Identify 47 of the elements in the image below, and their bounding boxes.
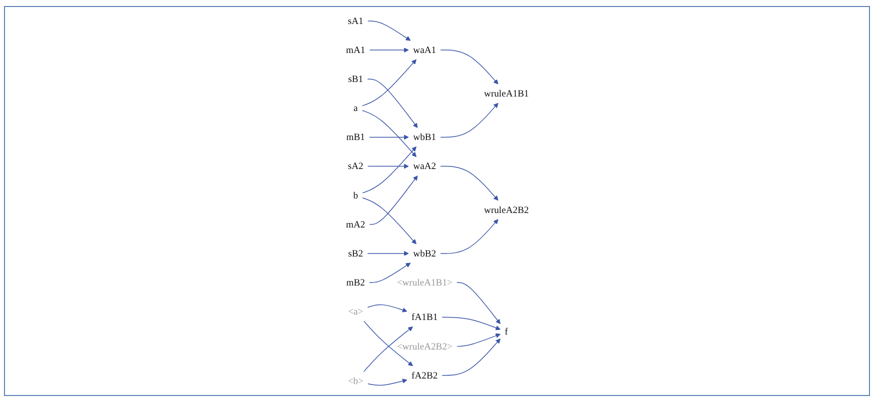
node-text: <wruleA1B1> xyxy=(396,277,452,288)
node-text: wbB2 xyxy=(412,248,436,259)
node-text: wruleA1B1 xyxy=(484,88,528,99)
arrow xyxy=(368,262,410,283)
arrow xyxy=(456,282,500,324)
arrow xyxy=(440,166,498,201)
arrow xyxy=(441,316,500,330)
node-text: waA1 xyxy=(412,44,436,56)
node-text: f xyxy=(504,326,508,337)
node-text: fA1B1 xyxy=(411,312,438,322)
node-text: mA2 xyxy=(346,218,365,230)
arrow xyxy=(366,304,407,312)
arrow xyxy=(440,50,498,84)
arrow xyxy=(368,134,408,140)
arrow xyxy=(366,251,408,256)
arrow xyxy=(366,78,418,128)
node-text: <wruleA2B2> xyxy=(396,340,452,352)
arrow xyxy=(362,59,416,106)
node-text: wruleA2B2 xyxy=(484,204,528,216)
node-text: a xyxy=(353,102,358,114)
arrow xyxy=(362,146,416,194)
node-text: waA2 xyxy=(412,160,436,172)
node-text: sB1 xyxy=(348,74,363,84)
arrow xyxy=(367,164,408,169)
node-text: mB1 xyxy=(346,132,365,142)
arrow xyxy=(363,326,413,372)
arrow xyxy=(456,333,500,347)
arrow xyxy=(368,176,418,225)
node-text: sA1 xyxy=(347,15,363,26)
arrow xyxy=(368,48,408,53)
arrow xyxy=(367,378,407,386)
node-text: fA2B2 xyxy=(411,370,438,381)
arrow xyxy=(440,219,498,254)
node-text: mB2 xyxy=(346,277,365,288)
arrow xyxy=(362,197,416,244)
node-text: sA2 xyxy=(347,160,363,172)
node-text: <b> xyxy=(347,376,364,386)
node-text: wbB1 xyxy=(412,132,436,142)
arrow xyxy=(440,102,498,138)
arrow xyxy=(367,20,410,41)
node-text: mA1 xyxy=(346,44,365,56)
node-text: sB2 xyxy=(348,248,363,259)
arrow xyxy=(362,110,416,158)
arrow xyxy=(363,320,413,366)
node-text: <a> xyxy=(348,306,363,317)
node-text: b xyxy=(352,190,358,201)
arrow xyxy=(441,338,500,376)
